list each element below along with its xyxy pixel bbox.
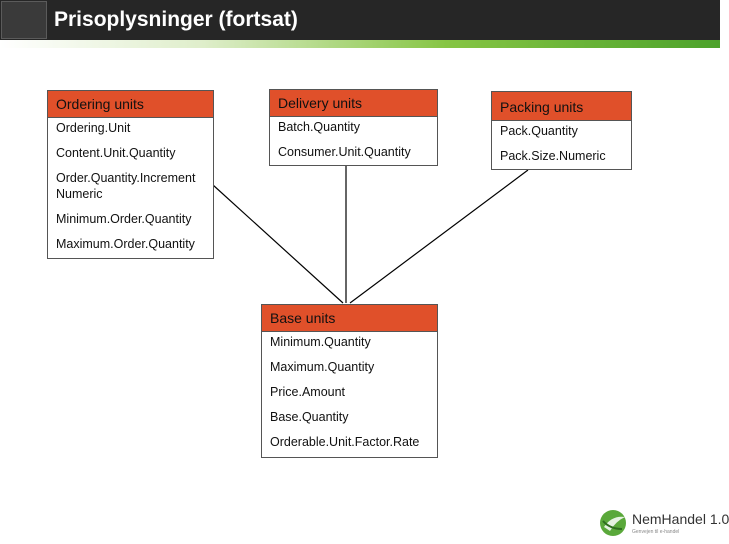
connector-ordering-base	[212, 184, 344, 304]
nemhandel-logo: NemHandel 1.0 Genvejen til e-handel	[598, 507, 729, 539]
attribute-item: Price.Amount	[270, 385, 346, 399]
entity-packing-units: Packing units Pack.Quantity Pack.Size.Nu…	[491, 91, 632, 170]
entity-header: Base units	[262, 305, 437, 332]
entity-delivery-units: Delivery units Batch.Quantity Consumer.U…	[269, 89, 438, 166]
attribute-item: Orderable.Unit.Factor.Rate	[270, 435, 420, 449]
attribute-item: Batch.Quantity	[278, 120, 360, 134]
attribute-item: Base.Quantity	[270, 410, 349, 424]
attribute-item: Consumer.Unit.Quantity	[278, 145, 411, 159]
entity-header: Delivery units	[270, 90, 437, 117]
entity-header: Packing units	[492, 92, 631, 121]
accent-gradient-strip	[0, 40, 720, 48]
attribute-item: Order.Quantity.Increment Numeric	[56, 171, 196, 201]
attribute-item: Maximum.Order.Quantity	[56, 237, 195, 251]
attribute-item: Content.Unit.Quantity	[56, 146, 176, 160]
logo-tagline: Genvejen til e-handel	[632, 529, 680, 535]
entity-ordering-units: Ordering units Ordering.Unit Content.Uni…	[47, 90, 214, 259]
attribute-item: Ordering.Unit	[56, 121, 131, 135]
attribute-item: Minimum.Order.Quantity	[56, 212, 192, 226]
attribute-item: Minimum.Quantity	[270, 335, 371, 349]
entity-header: Ordering units	[48, 91, 213, 118]
attribute-item: Maximum.Quantity	[270, 360, 375, 374]
title-decoration-square	[1, 1, 47, 39]
slide-title: Prisoplysninger (fortsat)	[54, 8, 298, 31]
attribute-item: Pack.Quantity	[500, 124, 578, 138]
connector-packing-base	[349, 169, 529, 304]
nemhandel-logo-icon	[600, 510, 626, 536]
logo-name: NemHandel 1.0	[632, 511, 729, 527]
entity-base-units: Base units Minimum.Quantity Maximum.Quan…	[261, 304, 438, 458]
title-bar: Prisoplysninger (fortsat)	[0, 0, 720, 40]
attribute-item: Pack.Size.Numeric	[500, 149, 606, 163]
